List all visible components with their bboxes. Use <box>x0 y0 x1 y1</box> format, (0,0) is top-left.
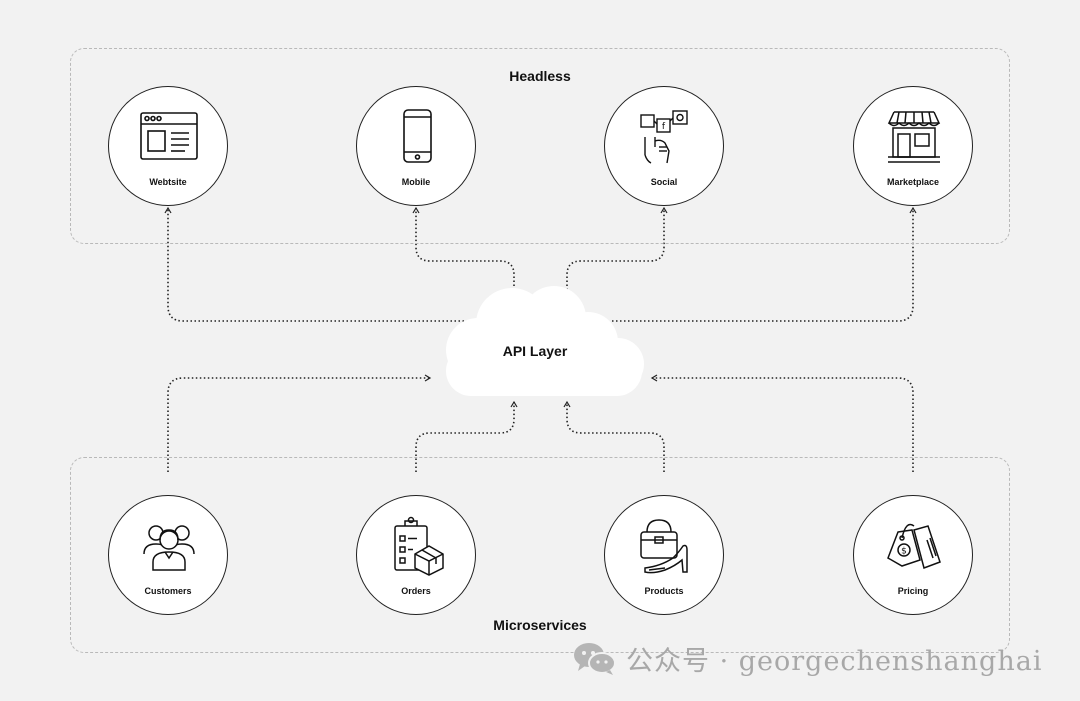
pricing-node: $ Pricing <box>853 495 973 615</box>
microservices-group <box>70 457 1010 653</box>
watermark-text: 公众号 · georgechenshanghai <box>626 645 1043 677</box>
products-node: Products <box>604 495 724 615</box>
orders-icon <box>394 516 444 576</box>
orders-label: Orders <box>401 586 431 596</box>
headless-title: Headless <box>509 68 571 84</box>
mobile-node: Mobile <box>356 86 476 206</box>
api-layer-label: API Layer <box>502 343 568 359</box>
pricing-label: Pricing <box>897 586 929 596</box>
products-icon <box>640 519 688 574</box>
cloud-icon <box>446 286 644 396</box>
website-node: Webtsite <box>108 86 228 206</box>
customers-icon <box>143 525 195 571</box>
marketplace-node: Marketplace <box>853 86 973 206</box>
social-icon: f <box>640 110 688 164</box>
pricing-icon: $ <box>887 523 941 569</box>
watermark: 公众号 · georgechenshanghai <box>572 640 1043 677</box>
mobile-icon <box>403 109 432 163</box>
connector-api-webtsite <box>164 206 468 322</box>
connector-api-social <box>566 206 668 306</box>
microservices-title: Microservices <box>493 617 587 633</box>
headless-group <box>70 48 1010 244</box>
svg-text:f: f <box>662 122 666 132</box>
website-icon <box>140 112 198 160</box>
marketplace-icon <box>887 111 941 163</box>
marketplace-label: Marketplace <box>886 177 940 187</box>
social-node: f Social <box>604 86 724 206</box>
website-label: Webtsite <box>149 177 187 187</box>
mobile-label: Mobile <box>401 177 431 187</box>
orders-node: Orders <box>356 495 476 615</box>
social-label: Social <box>650 177 678 187</box>
products-label: Products <box>644 586 684 596</box>
connector-api-mobile <box>412 206 515 286</box>
svg-text:$: $ <box>901 547 907 557</box>
wechat-icon <box>574 643 616 675</box>
customers-node: Customers <box>108 495 228 615</box>
customers-label: Customers <box>144 586 192 596</box>
